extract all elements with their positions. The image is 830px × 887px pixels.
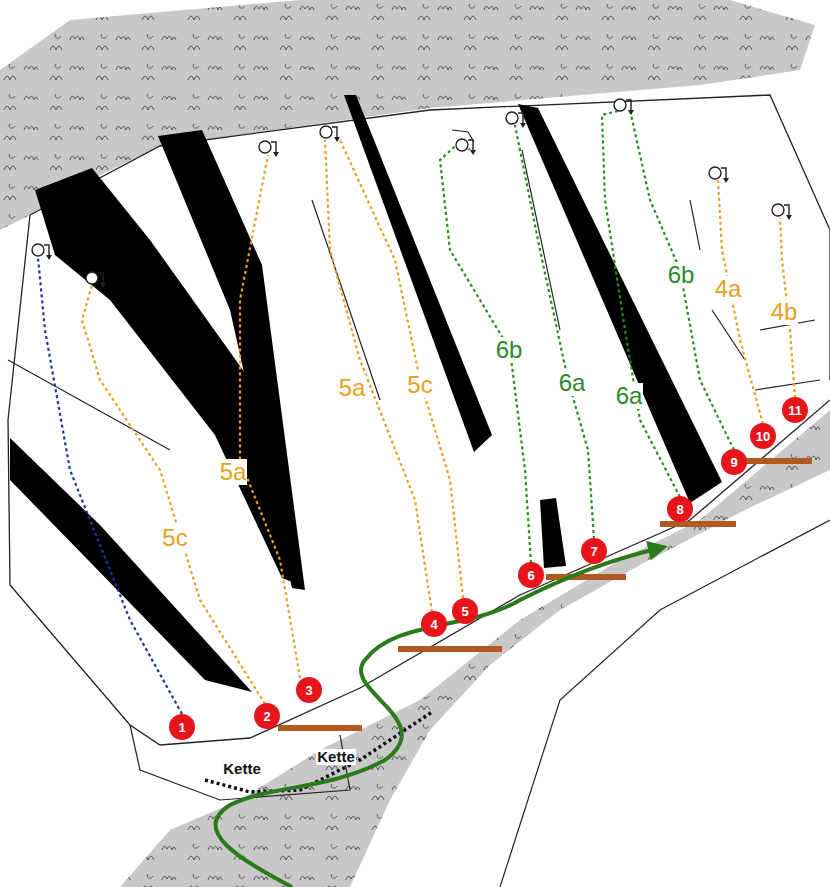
anchor-symbol	[772, 204, 792, 220]
vegetation-band	[0, 0, 815, 230]
grade-label: 4a	[714, 276, 743, 301]
route-number-text: 2	[263, 710, 270, 723]
route-number-text: 10	[756, 430, 770, 443]
route-number-text: 5	[461, 605, 468, 618]
grade-label: 5a	[338, 375, 367, 400]
anchor-symbol	[320, 126, 340, 142]
anchor-symbol	[614, 99, 634, 115]
crag-outline	[8, 95, 830, 745]
anchor-symbol	[709, 167, 729, 183]
route-number: 7	[581, 538, 607, 564]
route-number-text: 4	[430, 618, 437, 631]
grade-label: 5c	[161, 525, 188, 550]
route-number-text: 1	[178, 721, 185, 734]
grade-label: 6a	[615, 383, 644, 408]
route-number-text: 8	[676, 503, 683, 516]
chain-label: Kette	[316, 749, 356, 765]
grade-label: 6b	[495, 337, 524, 362]
anchor-symbol	[506, 112, 526, 128]
route-number-text: 7	[590, 545, 597, 558]
anchor-symbol	[456, 139, 476, 155]
anchor-symbol	[259, 141, 279, 157]
route-number: 6	[518, 562, 544, 588]
route-number: 8	[667, 496, 693, 522]
cracks	[10, 95, 722, 692]
rock-lines	[8, 130, 820, 450]
anchor-symbol	[32, 244, 52, 260]
anchor-symbol	[86, 272, 106, 288]
grade-label: 6b	[667, 262, 696, 287]
benches	[278, 458, 812, 731]
route-number: 3	[296, 677, 322, 703]
plateau-outline	[130, 520, 830, 887]
route-number-text: 11	[788, 404, 802, 417]
anchor-symbols	[32, 99, 792, 288]
route-number-text: 3	[305, 684, 312, 697]
route-number: 5	[452, 598, 478, 624]
route-number-text: 6	[527, 569, 534, 582]
grade-label: 5c	[406, 372, 433, 397]
route-number: 1	[169, 714, 195, 740]
grade-label: 5a	[219, 459, 248, 484]
route-number: 2	[254, 703, 280, 729]
chain-label: Kette	[222, 761, 262, 777]
grade-label: 6a	[558, 370, 587, 395]
route-number: 9	[721, 449, 747, 475]
route-number: 11	[782, 397, 808, 423]
route-number: 4	[421, 611, 447, 637]
route-number-text: 9	[730, 456, 737, 469]
access-arrow	[215, 548, 660, 887]
grade-label: 4b	[770, 299, 799, 324]
routes	[38, 110, 795, 714]
ground-texture	[120, 410, 830, 887]
ground-band	[120, 410, 830, 887]
route-number: 10	[750, 423, 776, 449]
vegetation-texture	[0, 0, 815, 230]
